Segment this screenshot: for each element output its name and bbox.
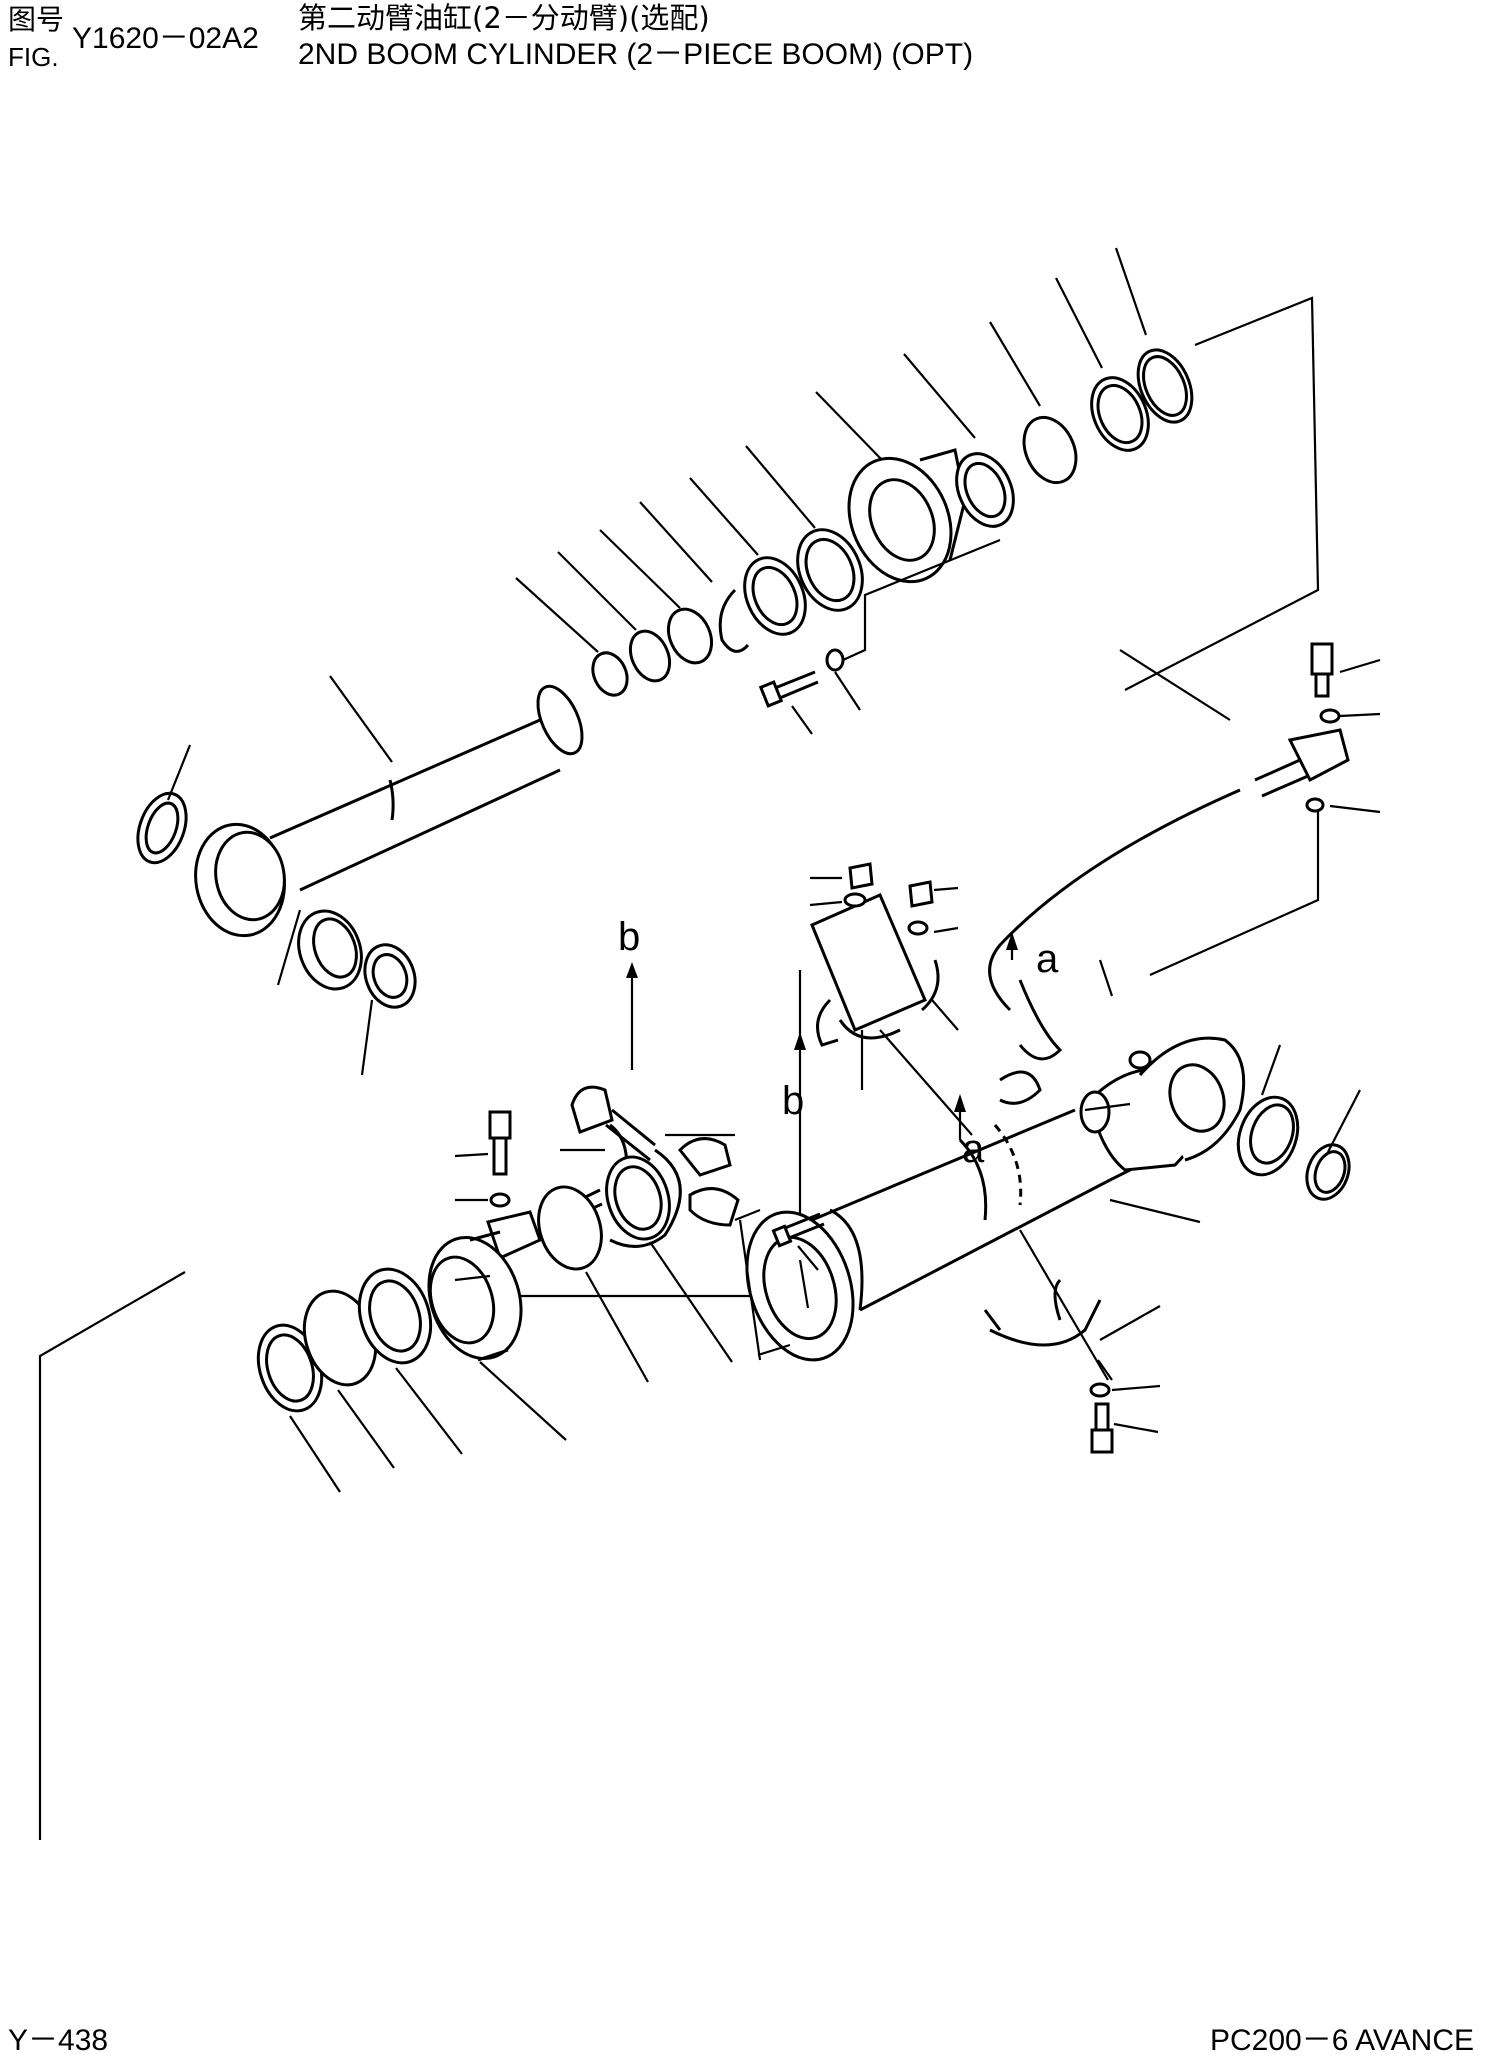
lower-leader-lines (40, 650, 1380, 1840)
page-number: Y－438 (8, 2024, 109, 2057)
callout-letter-b-lower: b (782, 1079, 804, 1123)
clamp-bracket-upper (812, 864, 1060, 1103)
piston-and-seals (248, 1139, 824, 1420)
callout-letter-b-upper: b (618, 915, 640, 959)
cylinder-head (830, 342, 1202, 598)
callout-letter-a-lower: a (962, 1127, 985, 1171)
callout-letter-a-upper: a (1036, 937, 1059, 981)
fig-label-en: FIG. (8, 42, 59, 72)
rod-seal-rings (586, 519, 874, 700)
tube-band-clamp (985, 1280, 1112, 1452)
right-hose-fittings (990, 644, 1348, 1010)
callout-arrows (626, 932, 1018, 1150)
title-chinese: 第二动臂油缸(2－分动臂)(选配) (298, 1, 710, 35)
fig-number: Y1620－02A2 (72, 22, 259, 55)
machine-model: PC200－6 AVANCE (1210, 2024, 1475, 2057)
fig-label-cn: 图号 (8, 3, 65, 36)
cylinder-tube (729, 1038, 1356, 1374)
piston-rod-assembly (129, 680, 591, 1014)
head-bolt-washer (761, 540, 1000, 706)
upper-leader-lines (168, 248, 1318, 1075)
title-english: 2ND BOOM CYLINDER (2－PIECE BOOM) (OPT) (298, 38, 974, 71)
